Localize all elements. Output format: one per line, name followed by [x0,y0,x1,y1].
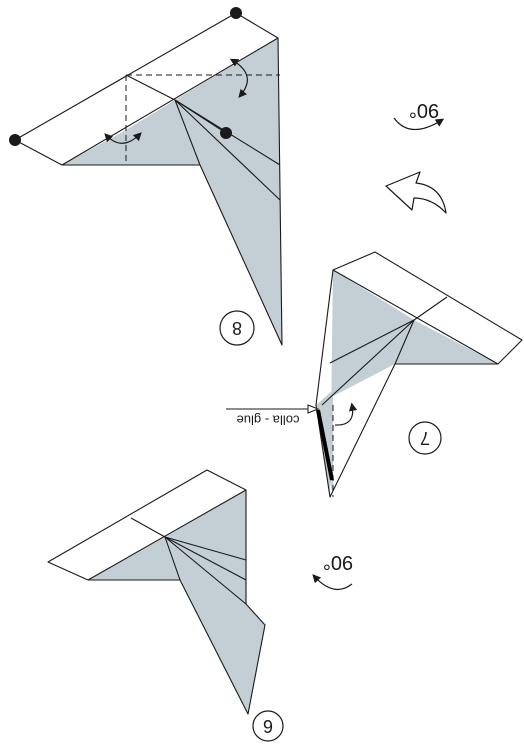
step-8-white-strip [15,13,278,165]
reference-dot-icon [230,7,242,19]
rotation-top-label: 90° [409,99,439,121]
step-6-figure: 6 [47,469,284,742]
reference-dot-icon [220,127,232,139]
rotate-arrow-icon [393,117,445,131]
step-8-figure: 8 [9,7,283,346]
rotation-bottom-label: 90° [323,551,353,573]
step-6-badge: 6 [252,710,284,742]
glue-label: colla - glue [237,413,300,428]
step-8-number: 8 [232,318,242,338]
step-6-white-strip [48,470,246,580]
glue-strip [316,409,334,481]
fold-arrow-icon [104,132,142,144]
reference-dot-icon [9,134,21,146]
rotation-bottom: 90° [312,551,353,591]
step-6-number: 6 [263,716,273,736]
step-8-badge: 8 [219,310,255,346]
step-6-paper-body [88,490,265,714]
glue-pointer-icon [307,404,320,414]
fold-arrow-icon [334,402,358,426]
step-7-figure: colla - glue 7 [226,251,523,498]
step-8-paper-body [62,38,282,345]
step-7-white-strip [333,252,522,364]
rotation-top: 90° [393,99,445,131]
step-7-number: 7 [420,428,430,448]
turn-over-arrow-icon [385,171,447,214]
step-7-badge: 7 [408,421,442,455]
rotate-arrow-icon [312,574,353,591]
fold-arrow-icon [229,58,248,98]
